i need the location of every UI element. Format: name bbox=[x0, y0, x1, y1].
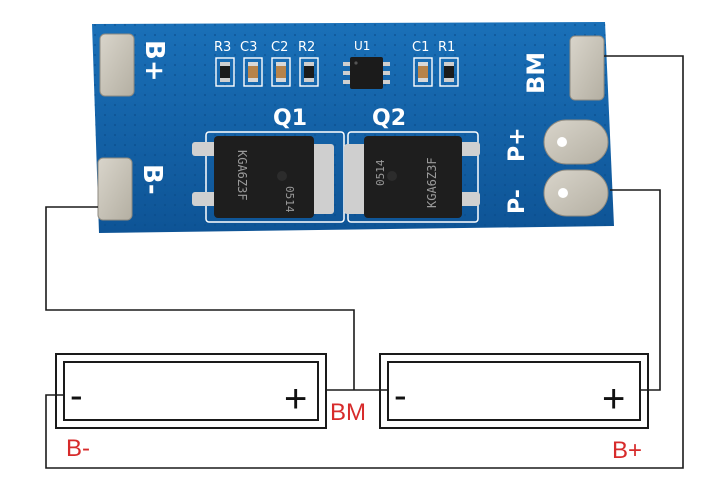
label-r3: R3 bbox=[214, 40, 231, 55]
label-b-plus: B+ bbox=[139, 40, 169, 82]
smd-resistor-r1 bbox=[439, 57, 459, 87]
pad-p-plus-hole bbox=[557, 137, 567, 147]
wire-bm-to-battery-minus bbox=[45, 55, 684, 469]
label-bm: BM bbox=[522, 52, 550, 94]
pad-bm[interactable] bbox=[569, 35, 605, 101]
pad-p-plus[interactable] bbox=[543, 119, 609, 165]
q2-marking: KGA6Z3F bbox=[425, 157, 439, 208]
label-p-plus: P+ bbox=[505, 127, 530, 162]
label-q2: Q2 bbox=[372, 106, 406, 131]
label-r2: R2 bbox=[298, 40, 315, 55]
label-b-minus: B- bbox=[137, 164, 167, 195]
q2-code: 0514 bbox=[374, 159, 387, 186]
wire-p-minus-to-battery-plus bbox=[610, 189, 661, 391]
cell-right-plus: + bbox=[602, 377, 625, 421]
protection-board: B+ B- BM P+ P- R3 C3 C2 R2 U1 C1 R1 bbox=[92, 22, 614, 233]
label-u1: U1 bbox=[354, 39, 370, 53]
pad-b-minus[interactable] bbox=[97, 157, 133, 221]
label-c2: C2 bbox=[271, 40, 288, 55]
ic-u1 bbox=[343, 57, 390, 89]
q1-marking: KGA6Z3F bbox=[235, 150, 249, 201]
wire-b-minus-to-midpoint bbox=[45, 206, 355, 390]
mosfet-q2: KGA6Z3F 0514 bbox=[344, 131, 480, 223]
label-c1: C1 bbox=[412, 40, 429, 55]
annotation-b-plus: B+ bbox=[612, 437, 642, 464]
annotation-bm: BM bbox=[330, 399, 366, 426]
smd-resistor-r2 bbox=[299, 57, 319, 87]
pad-p-minus[interactable] bbox=[543, 169, 609, 217]
annotation-b-minus: B- bbox=[66, 435, 90, 462]
cell-left-minus: - bbox=[70, 375, 83, 417]
label-p-minus: P- bbox=[505, 189, 530, 214]
cell-left-plus: + bbox=[284, 377, 307, 421]
battery-cell-left: - + bbox=[55, 353, 327, 429]
pad-p-minus-hole bbox=[558, 188, 568, 198]
pad-b-plus[interactable] bbox=[99, 33, 135, 97]
cell-right-minus: - bbox=[394, 375, 407, 417]
battery-cell-right: - + bbox=[379, 353, 649, 429]
smd-capacitor-c2 bbox=[271, 57, 291, 87]
wiring bbox=[45, 55, 684, 469]
label-c3: C3 bbox=[240, 40, 257, 55]
smd-capacitor-c3 bbox=[243, 57, 263, 87]
label-r1: R1 bbox=[438, 40, 455, 55]
q1-code: 0514 bbox=[283, 186, 296, 213]
smd-capacitor-c1 bbox=[413, 57, 433, 87]
smd-resistor-r3 bbox=[215, 57, 235, 87]
label-q1: Q1 bbox=[273, 106, 307, 131]
mosfet-q1: KGA6Z3F 0514 bbox=[192, 131, 345, 223]
